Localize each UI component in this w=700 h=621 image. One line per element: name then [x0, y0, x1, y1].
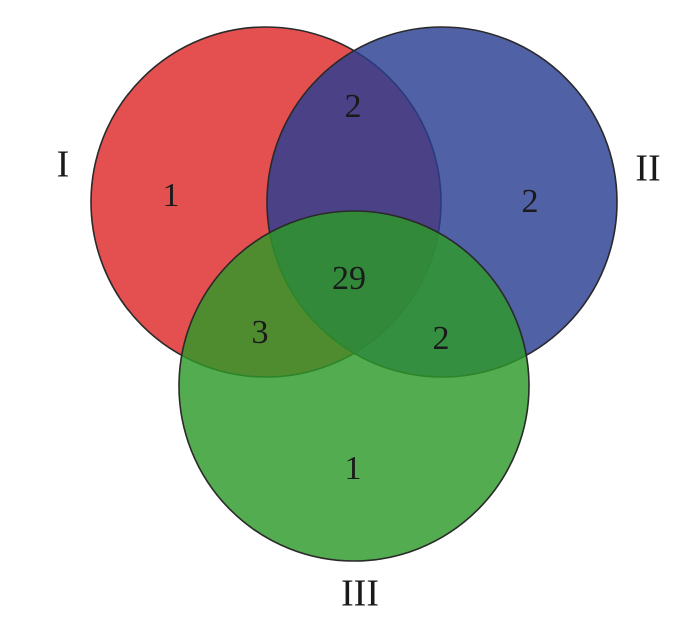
set-ii-label: II: [635, 148, 660, 190]
set-iii-label: III: [341, 573, 379, 615]
region-ii-iii: 2: [433, 320, 450, 357]
region-i-ii: 2: [345, 88, 362, 125]
region-only-iii: 1: [345, 450, 362, 487]
set-i-label: I: [57, 144, 70, 186]
region-only-ii: 2: [522, 183, 539, 220]
region-i-iii: 3: [252, 314, 269, 351]
set-iii-circle: [178, 210, 530, 562]
region-only-i: 1: [163, 177, 180, 214]
region-i-ii-iii: 29: [332, 260, 366, 297]
